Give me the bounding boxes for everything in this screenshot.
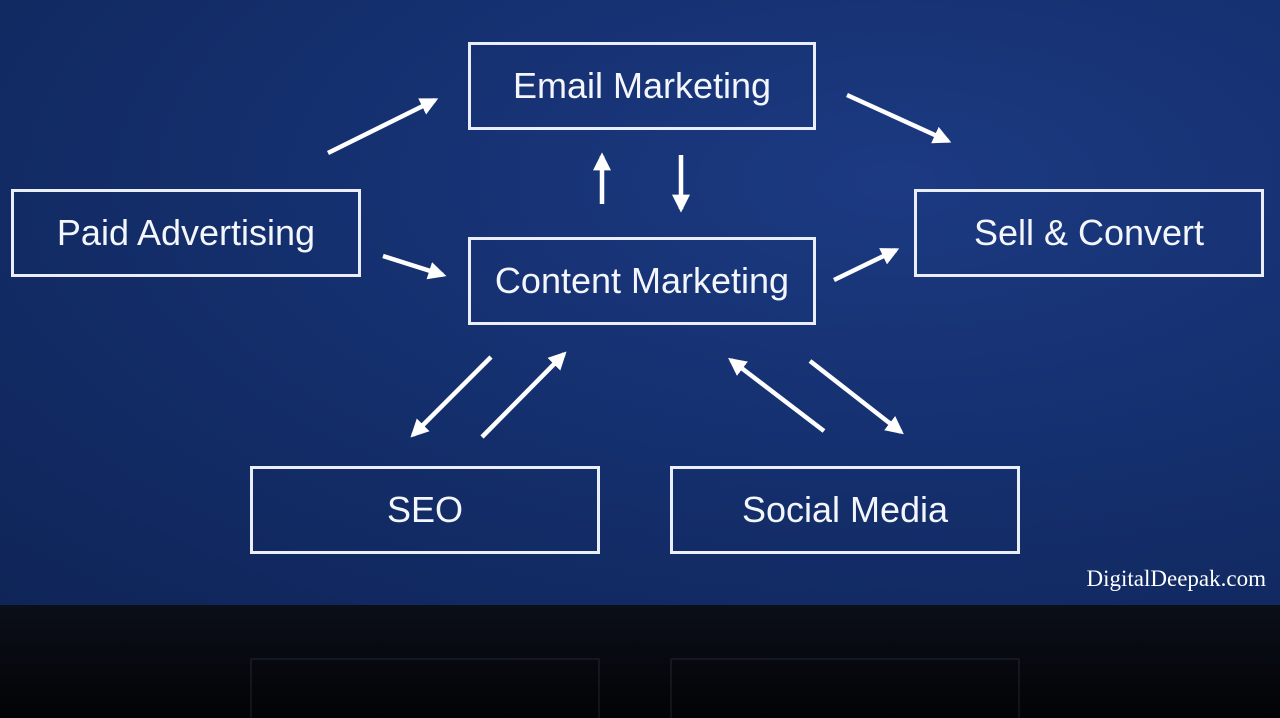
- social-media-box-reflection: [670, 658, 1020, 718]
- social-media-label: Social Media: [741, 489, 949, 530]
- seo-label: SEO: [386, 489, 464, 530]
- slide-reflection: [0, 605, 1280, 718]
- content-marketing-box: Content Marketing: [468, 237, 816, 325]
- arrow-seo-to-content: [480, 351, 567, 439]
- paid-advertising-box: Paid Advertising: [11, 189, 361, 277]
- email-marketing-box: Email Marketing: [468, 42, 816, 130]
- sell-convert-label: Sell & Convert: [973, 212, 1205, 253]
- arrow-content-to-social: [808, 359, 904, 435]
- arrow-content-to-sell: [833, 247, 900, 283]
- arrows-layer: [327, 92, 952, 439]
- arrow-social-to-content: [728, 357, 826, 433]
- email-marketing-label: Email Marketing: [512, 65, 772, 106]
- arrow-email-to-sell: [846, 92, 952, 144]
- watermark: DigitalDeepak.com: [1086, 566, 1266, 591]
- paid-advertising-label: Paid Advertising: [56, 212, 316, 253]
- seo-box-reflection: [250, 658, 600, 718]
- arrow-paid-to-email: [327, 97, 439, 156]
- social-media-box: Social Media: [670, 466, 1020, 554]
- sell-convert-box: Sell & Convert: [914, 189, 1264, 277]
- slide: Email Marketing Paid Advertising Content…: [0, 0, 1280, 605]
- seo-box: SEO: [250, 466, 600, 554]
- arrow-content-to-seo: [410, 355, 493, 438]
- content-marketing-label: Content Marketing: [494, 260, 790, 301]
- arrow-paid-to-content: [382, 253, 447, 280]
